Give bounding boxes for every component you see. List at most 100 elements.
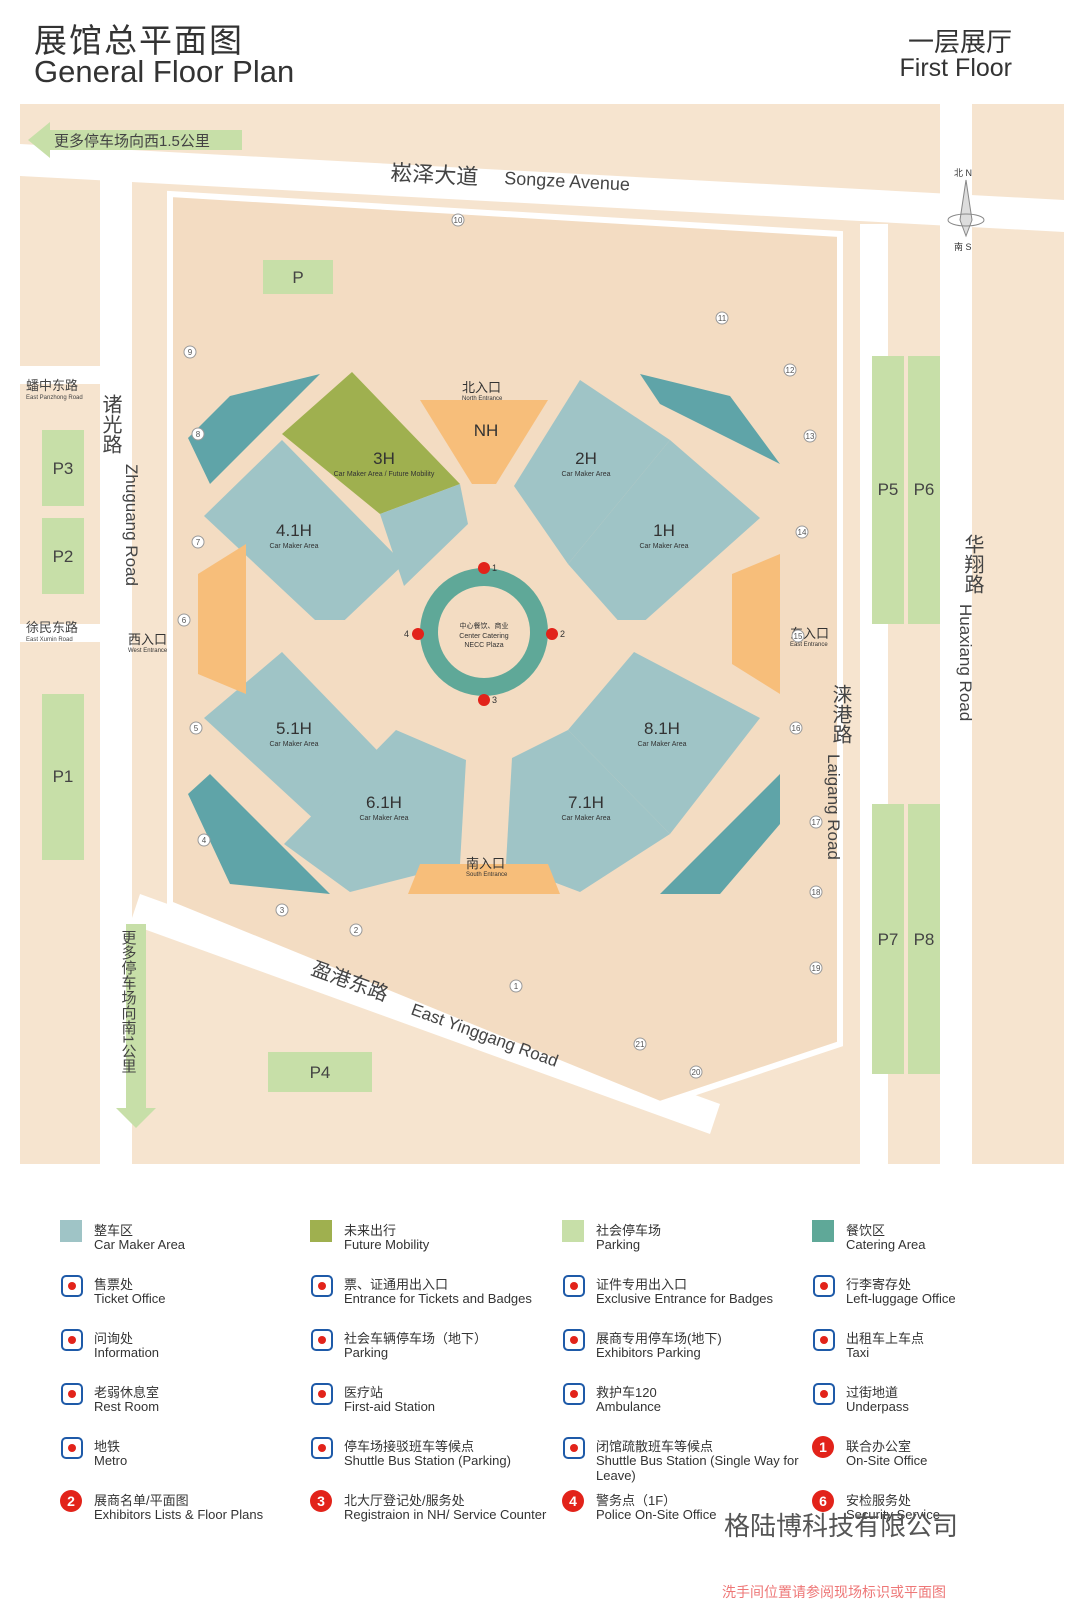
gate-marker <box>791 629 805 643</box>
badge-4-icon: 4 <box>562 1490 584 1512</box>
gate-number: 3 <box>280 906 285 915</box>
legend-item: 社会车辆停车场（地下）Parking <box>310 1328 550 1382</box>
legend-label-en: Registraion in NH/ Service Counter <box>344 1507 547 1522</box>
legend-swatch <box>60 1220 82 1242</box>
legend-label-en: Left-luggage Office <box>846 1291 956 1306</box>
legend-label-cn: 医疗站 <box>344 1385 384 1400</box>
more-parking-west: 更多停车场向西1.5公里 <box>28 122 242 158</box>
west-entrance-area <box>198 544 246 694</box>
hall-1h-sub: Car Maker Area <box>639 543 688 550</box>
songze-road-cn: 崧泽大道 <box>390 160 479 190</box>
halls <box>198 372 780 894</box>
legend-swatch <box>812 1220 834 1242</box>
gate-marker <box>795 525 809 539</box>
floor-plan-map: P P1 P2 P3 P4 P5 P6 P7 P8 <box>20 104 1064 1164</box>
south-entrance-cn: 南入口 <box>466 856 505 871</box>
legend-label-cn: 地铁 <box>94 1439 121 1454</box>
gate-number: 5 <box>194 724 199 733</box>
gate-number: 15 <box>794 632 803 641</box>
gate-number: 1 <box>514 982 519 991</box>
info-number-4: 4 <box>404 629 409 639</box>
more-parking-south-label: 更多停车场向南1公里 <box>120 930 137 1074</box>
hall-2h-sub: Car Maker Area <box>561 471 610 478</box>
badge-3-icon: 3 <box>310 1490 332 1512</box>
xumin-road-cn: 徐民东路 <box>26 620 78 635</box>
gate-marker <box>803 429 817 443</box>
legend-label-cn: 售票处 <box>94 1277 134 1292</box>
badge-entrance-icon <box>562 1274 586 1298</box>
parking-p1 <box>42 694 84 860</box>
legend-label-en: Parking <box>596 1237 641 1252</box>
legend-label-cn: 社会停车场 <box>596 1223 662 1238</box>
legend-label-en: Metro <box>94 1453 128 1468</box>
gate-number: 6 <box>182 616 187 625</box>
gate-number: 8 <box>196 430 201 439</box>
legend-label-en: Police On-Site Office <box>596 1507 717 1522</box>
south-corridor <box>472 696 496 864</box>
gate-marker <box>809 961 823 975</box>
catering-strip-ne <box>640 374 780 464</box>
gate-number: 7 <box>196 538 201 547</box>
panzhong-road-cn: 蟠中东路 <box>26 378 78 393</box>
legend-label-en: Exhibitors Parking <box>596 1345 701 1360</box>
gate-number: 13 <box>806 432 815 441</box>
info-icon <box>478 562 490 574</box>
legend-label-cn: 证件专用出入口 <box>596 1277 688 1292</box>
gate-marker <box>275 903 289 917</box>
legend-label-en: Ticket Office <box>94 1291 166 1306</box>
first-aid-icon <box>310 1382 334 1406</box>
parking-p6 <box>908 356 940 624</box>
hall-5-1h-label: 5.1H <box>276 719 312 738</box>
exhibitor-parking-icon <box>562 1328 586 1352</box>
gate-marker <box>509 979 523 993</box>
gate-marker <box>189 721 203 735</box>
info-icon <box>478 694 490 706</box>
info-icon <box>412 628 424 640</box>
east-corridor <box>548 620 732 644</box>
legend-label-en: Ambulance <box>596 1399 662 1414</box>
compass-ring-icon <box>947 213 985 227</box>
hall-6-1h-sub: Car Maker Area <box>359 815 408 822</box>
east-entrance-area <box>732 554 780 694</box>
hall-2h-label: 2H <box>575 449 597 468</box>
xumin-road <box>20 624 100 642</box>
gate-marker <box>633 1037 647 1051</box>
west-corridor <box>246 620 420 644</box>
watermark: 格陆博科技有限公司 <box>724 1511 959 1541</box>
page-title-cn: 展馆总平面图 <box>34 22 244 59</box>
hall-6-1h <box>284 730 466 892</box>
legend-label-cn: 整车区 <box>94 1223 134 1238</box>
gate-number: 9 <box>188 348 193 357</box>
compass: 北 N 南 S <box>947 168 985 252</box>
zhuguang-road <box>100 164 132 1164</box>
legend-label-en: Car Maker Area <box>94 1237 186 1252</box>
legend-label-cn: 展商专用停车场(地下) <box>596 1331 722 1346</box>
plaza-label-en2: NECC Plaza <box>464 642 503 649</box>
north-corridor <box>472 484 496 568</box>
gate-marker <box>451 213 465 227</box>
metro-icon <box>60 1436 84 1460</box>
legend-label-cn: 问询处 <box>94 1331 134 1346</box>
panzhong-road-en: East Panzhong Road <box>26 395 83 401</box>
gate-marker <box>197 833 211 847</box>
hall-5-1h-sub: Car Maker Area <box>269 741 318 748</box>
gate-number: 10 <box>454 216 463 225</box>
hall-8-1h <box>568 652 760 834</box>
hall-3h-future <box>282 372 460 514</box>
gate-number: 11 <box>718 314 727 323</box>
parking-p4 <box>268 1052 372 1092</box>
info-icon <box>60 1328 84 1352</box>
legend-swatch <box>310 1220 332 1242</box>
legend-label-en: First-aid Station <box>344 1399 436 1414</box>
legend-label-cn: 未来出行 <box>344 1223 397 1238</box>
